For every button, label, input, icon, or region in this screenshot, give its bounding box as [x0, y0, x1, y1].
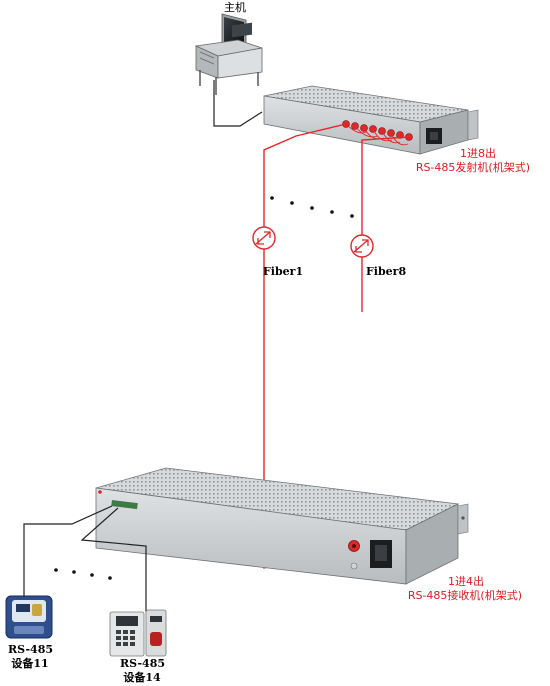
- host-cable: [213, 80, 263, 127]
- device-cables: [23, 505, 147, 612]
- fiber-8-line: [361, 136, 410, 312]
- rs485-device-11: [5, 595, 53, 639]
- transmitter-fiber-ports: [342, 120, 413, 141]
- fiber-8-icon: [350, 234, 374, 258]
- device-11-caption-line1: RS-485: [8, 643, 54, 656]
- device-11-caption-line2: 设备11: [11, 657, 49, 670]
- host-computer: [194, 13, 263, 95]
- transmitter-caption-line2: RS-485发射机(机架式): [415, 161, 530, 174]
- fiber-1-icon: [252, 226, 276, 250]
- device-14-caption-line2: 设备14: [123, 671, 161, 684]
- receiver-caption-line2: RS-485接收机(机架式): [407, 589, 522, 602]
- receiver-rack: [95, 467, 469, 585]
- fiber-1-label: Fiber1: [263, 265, 304, 278]
- transmitter-rack: [263, 85, 479, 155]
- host-label: 主机: [224, 1, 246, 14]
- fiber-ellipsis: [270, 196, 354, 218]
- rs485-device-14: [109, 609, 167, 657]
- transmitter-caption-line1: 1进8出: [460, 147, 496, 160]
- device-14-caption-line1: RS-485: [120, 657, 166, 670]
- device-ellipsis: [54, 568, 112, 580]
- fiber-8-label: Fiber8: [366, 265, 407, 278]
- receiver-caption-line1: 1进4出: [448, 575, 484, 588]
